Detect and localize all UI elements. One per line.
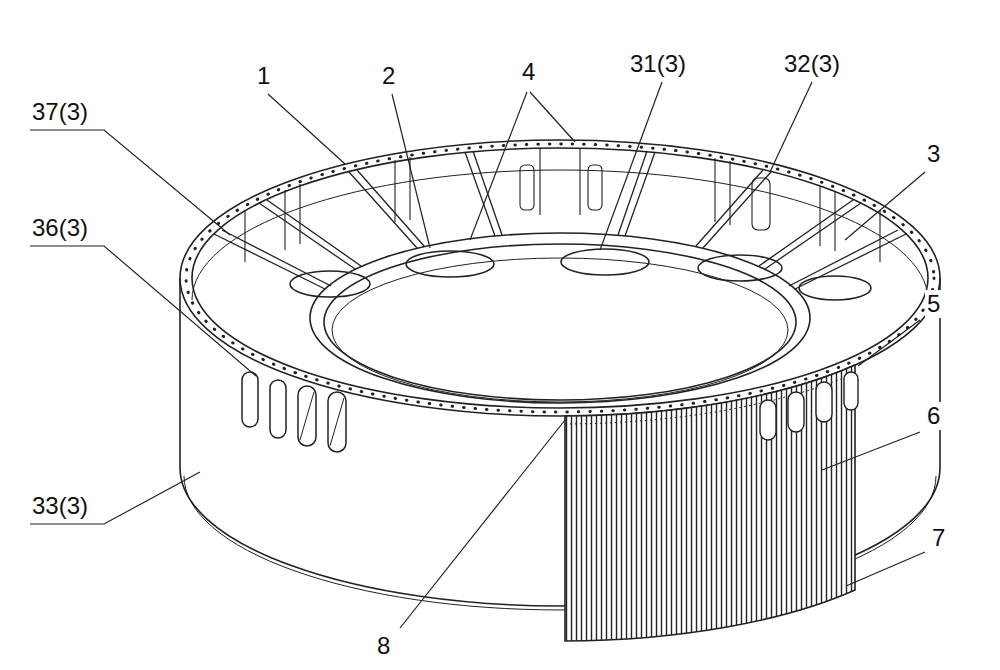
callout-number: 1 <box>255 62 272 90</box>
callout-number: 3 <box>925 140 942 168</box>
right-slots <box>760 372 858 440</box>
callout-number: 33(3) <box>30 492 90 520</box>
callout-number: 31(3) <box>628 50 688 78</box>
winding-band <box>565 365 855 641</box>
callout-number: 2 <box>380 62 397 90</box>
callout-number: 32(3) <box>782 50 842 78</box>
callout-number: 5 <box>925 290 942 318</box>
callout-number: 8 <box>375 632 392 660</box>
callout-number: 7 <box>930 524 947 552</box>
callout-number: 36(3) <box>30 214 90 242</box>
callout-number: 4 <box>520 58 537 86</box>
callout-number: 6 <box>925 402 942 430</box>
winding-end <box>565 373 855 424</box>
leader-lines <box>30 82 925 628</box>
callout-number: 37(3) <box>30 98 90 126</box>
